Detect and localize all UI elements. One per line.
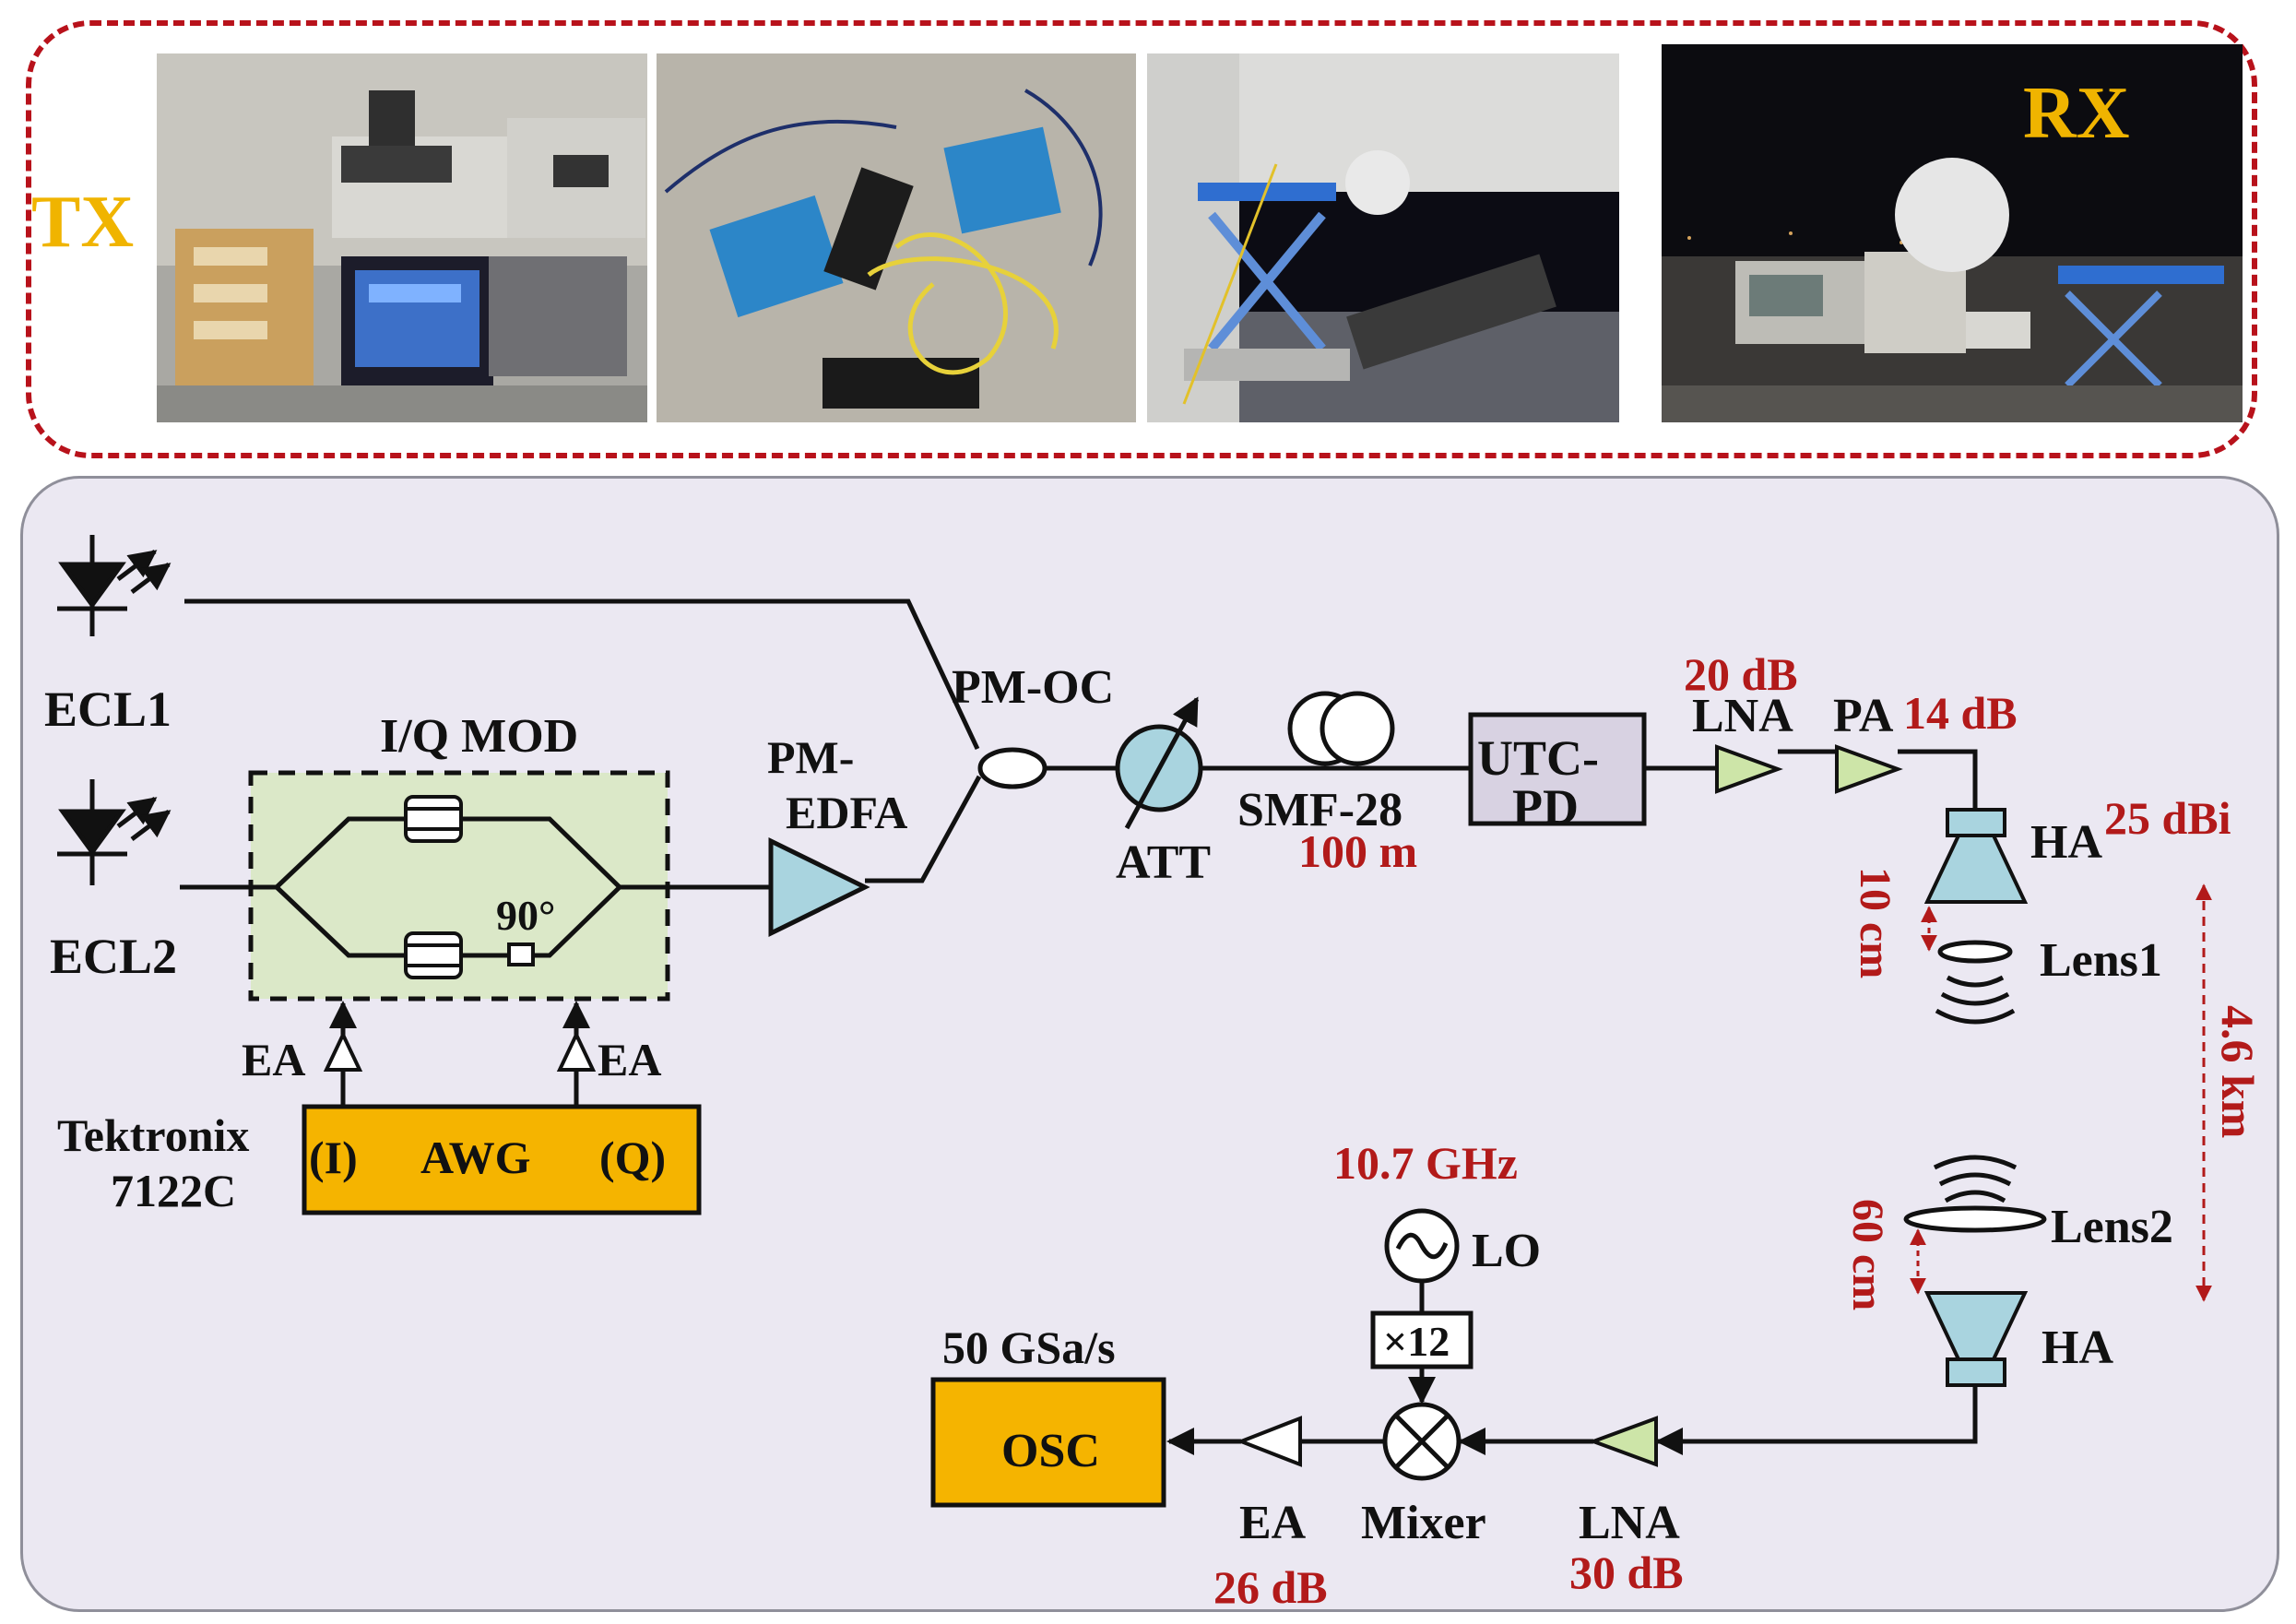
- fiber-spool-icon: [1287, 691, 1395, 766]
- utc-pd-box: [1468, 712, 1647, 826]
- rx-ea-icon: [1236, 1416, 1302, 1467]
- pa-to-horn-line: [1898, 749, 1978, 810]
- tx-horn-antenna-icon: [1923, 834, 2029, 904]
- rx-ea-label: EA: [1239, 1497, 1307, 1549]
- ea-right-label: EA: [598, 1034, 661, 1085]
- ecl2-label: ECL2: [50, 929, 177, 984]
- tx-antenna-photo: [1147, 53, 1619, 422]
- lens1-label: Lens1: [2040, 934, 2162, 987]
- tx-horn-gain-label: 25 dBi: [2104, 792, 2231, 844]
- multiplier-label: ×12: [1383, 1318, 1450, 1365]
- lens2-spacing-label: 60 cm: [1843, 1199, 1892, 1310]
- ecl1-fiber-path: [184, 599, 980, 751]
- att-label: ATT: [1116, 836, 1211, 889]
- awg-input-q-label: (Q): [599, 1132, 666, 1183]
- local-oscillator-icon: [1384, 1208, 1460, 1284]
- ea-left-label: EA: [242, 1034, 305, 1085]
- tx-horn-flange-icon: [1946, 808, 2006, 837]
- mixer-icon: [1382, 1402, 1462, 1481]
- bottom-arm-electrode-icon: [404, 931, 463, 979]
- lens1-icon: [1937, 940, 2013, 964]
- rx-beam-waves-icon: [1933, 1155, 2018, 1203]
- rx-ea-gain-label: 26 dB: [1213, 1561, 1328, 1613]
- lo-frequency-label: 10.7 GHz: [1333, 1137, 1518, 1189]
- lens1-spacing-label: 10 cm: [1851, 867, 1900, 978]
- phase-shift-label: 90°: [496, 892, 555, 939]
- tx-pa-gain-label: 14 dB: [1903, 687, 2018, 739]
- osc-rate-label: 50 GSa/s: [942, 1322, 1116, 1373]
- pm-edfa-icon: [768, 836, 870, 938]
- utc-pd-label-line2: PD: [1512, 779, 1579, 835]
- ea-right-icon: [556, 1030, 597, 1072]
- tx-horn-label: HA: [2030, 816, 2102, 869]
- edfa-to-coupler-fiber: [865, 775, 982, 883]
- link-distance-label: 4.6 km: [2212, 1005, 2264, 1138]
- top-arm-electrode-icon: [404, 795, 463, 843]
- rx-horn-flange-icon: [1946, 1357, 2006, 1387]
- awg-label: AWG: [420, 1132, 530, 1183]
- laser-diode-ecl2-icon: [57, 779, 172, 885]
- tx-pa-label: PA: [1833, 690, 1894, 742]
- iq-mod-title: I/Q MOD: [380, 710, 578, 763]
- rx-horn-antenna-icon: [1923, 1291, 2029, 1361]
- osc-label: OSC: [1001, 1425, 1100, 1477]
- rx-lna-gain-label: 30 dB: [1569, 1547, 1684, 1598]
- attenuator-arrow: [1124, 696, 1200, 830]
- horn-to-rx-lna-line: [1655, 1385, 1978, 1455]
- fiber-setup-photo: [657, 53, 1136, 422]
- photo-strip-frame: [26, 20, 2257, 458]
- pm-edfa-label-line2: EDFA: [786, 787, 907, 838]
- pm-edfa-label-line1: PM-: [767, 731, 854, 783]
- awg-vendor-line1: Tektronix: [57, 1109, 249, 1161]
- ecl1-label: ECL1: [44, 682, 172, 737]
- rx-lna-icon: [1588, 1416, 1658, 1467]
- tx-lab-photo: [157, 53, 647, 422]
- pm-oc-label: PM-OC: [952, 661, 1114, 714]
- rx-site-photo: [1662, 44, 2243, 422]
- tx-lna-label: LNA: [1692, 690, 1793, 742]
- tx-lna-icon: [1715, 744, 1783, 794]
- awg-box: [302, 1104, 702, 1215]
- smf28-label: SMF-28: [1237, 784, 1402, 836]
- awg-vendor-line2: 7122C: [111, 1165, 236, 1216]
- tx-beam-waves-icon: [1935, 975, 2016, 1025]
- tx-lna-gain-label: 20 dB: [1684, 648, 1798, 700]
- rx-label: RX: [2023, 73, 2130, 154]
- phase-shifter-icon: [507, 942, 535, 966]
- lo-label: LO: [1472, 1225, 1541, 1277]
- fiber-length-label: 100 m: [1298, 825, 1417, 877]
- mixer-label: Mixer: [1361, 1497, 1486, 1549]
- tx-label: TX: [31, 182, 135, 263]
- lens2-icon: [1903, 1205, 2047, 1233]
- ea-left-icon: [323, 1030, 363, 1072]
- pm-oc-coupler-icon: [977, 747, 1047, 789]
- tx-pa-icon: [1835, 744, 1903, 794]
- awg-input-i-label: (I): [309, 1132, 358, 1183]
- laser-diode-ecl1-icon: [57, 535, 172, 636]
- lens2-label: Lens2: [2051, 1201, 2173, 1253]
- utc-pd-label-line1: UTC-: [1477, 730, 1599, 786]
- rx-lna-label: LNA: [1579, 1497, 1680, 1549]
- rx-horn-label: HA: [2042, 1322, 2113, 1374]
- oscilloscope-box: [930, 1377, 1166, 1508]
